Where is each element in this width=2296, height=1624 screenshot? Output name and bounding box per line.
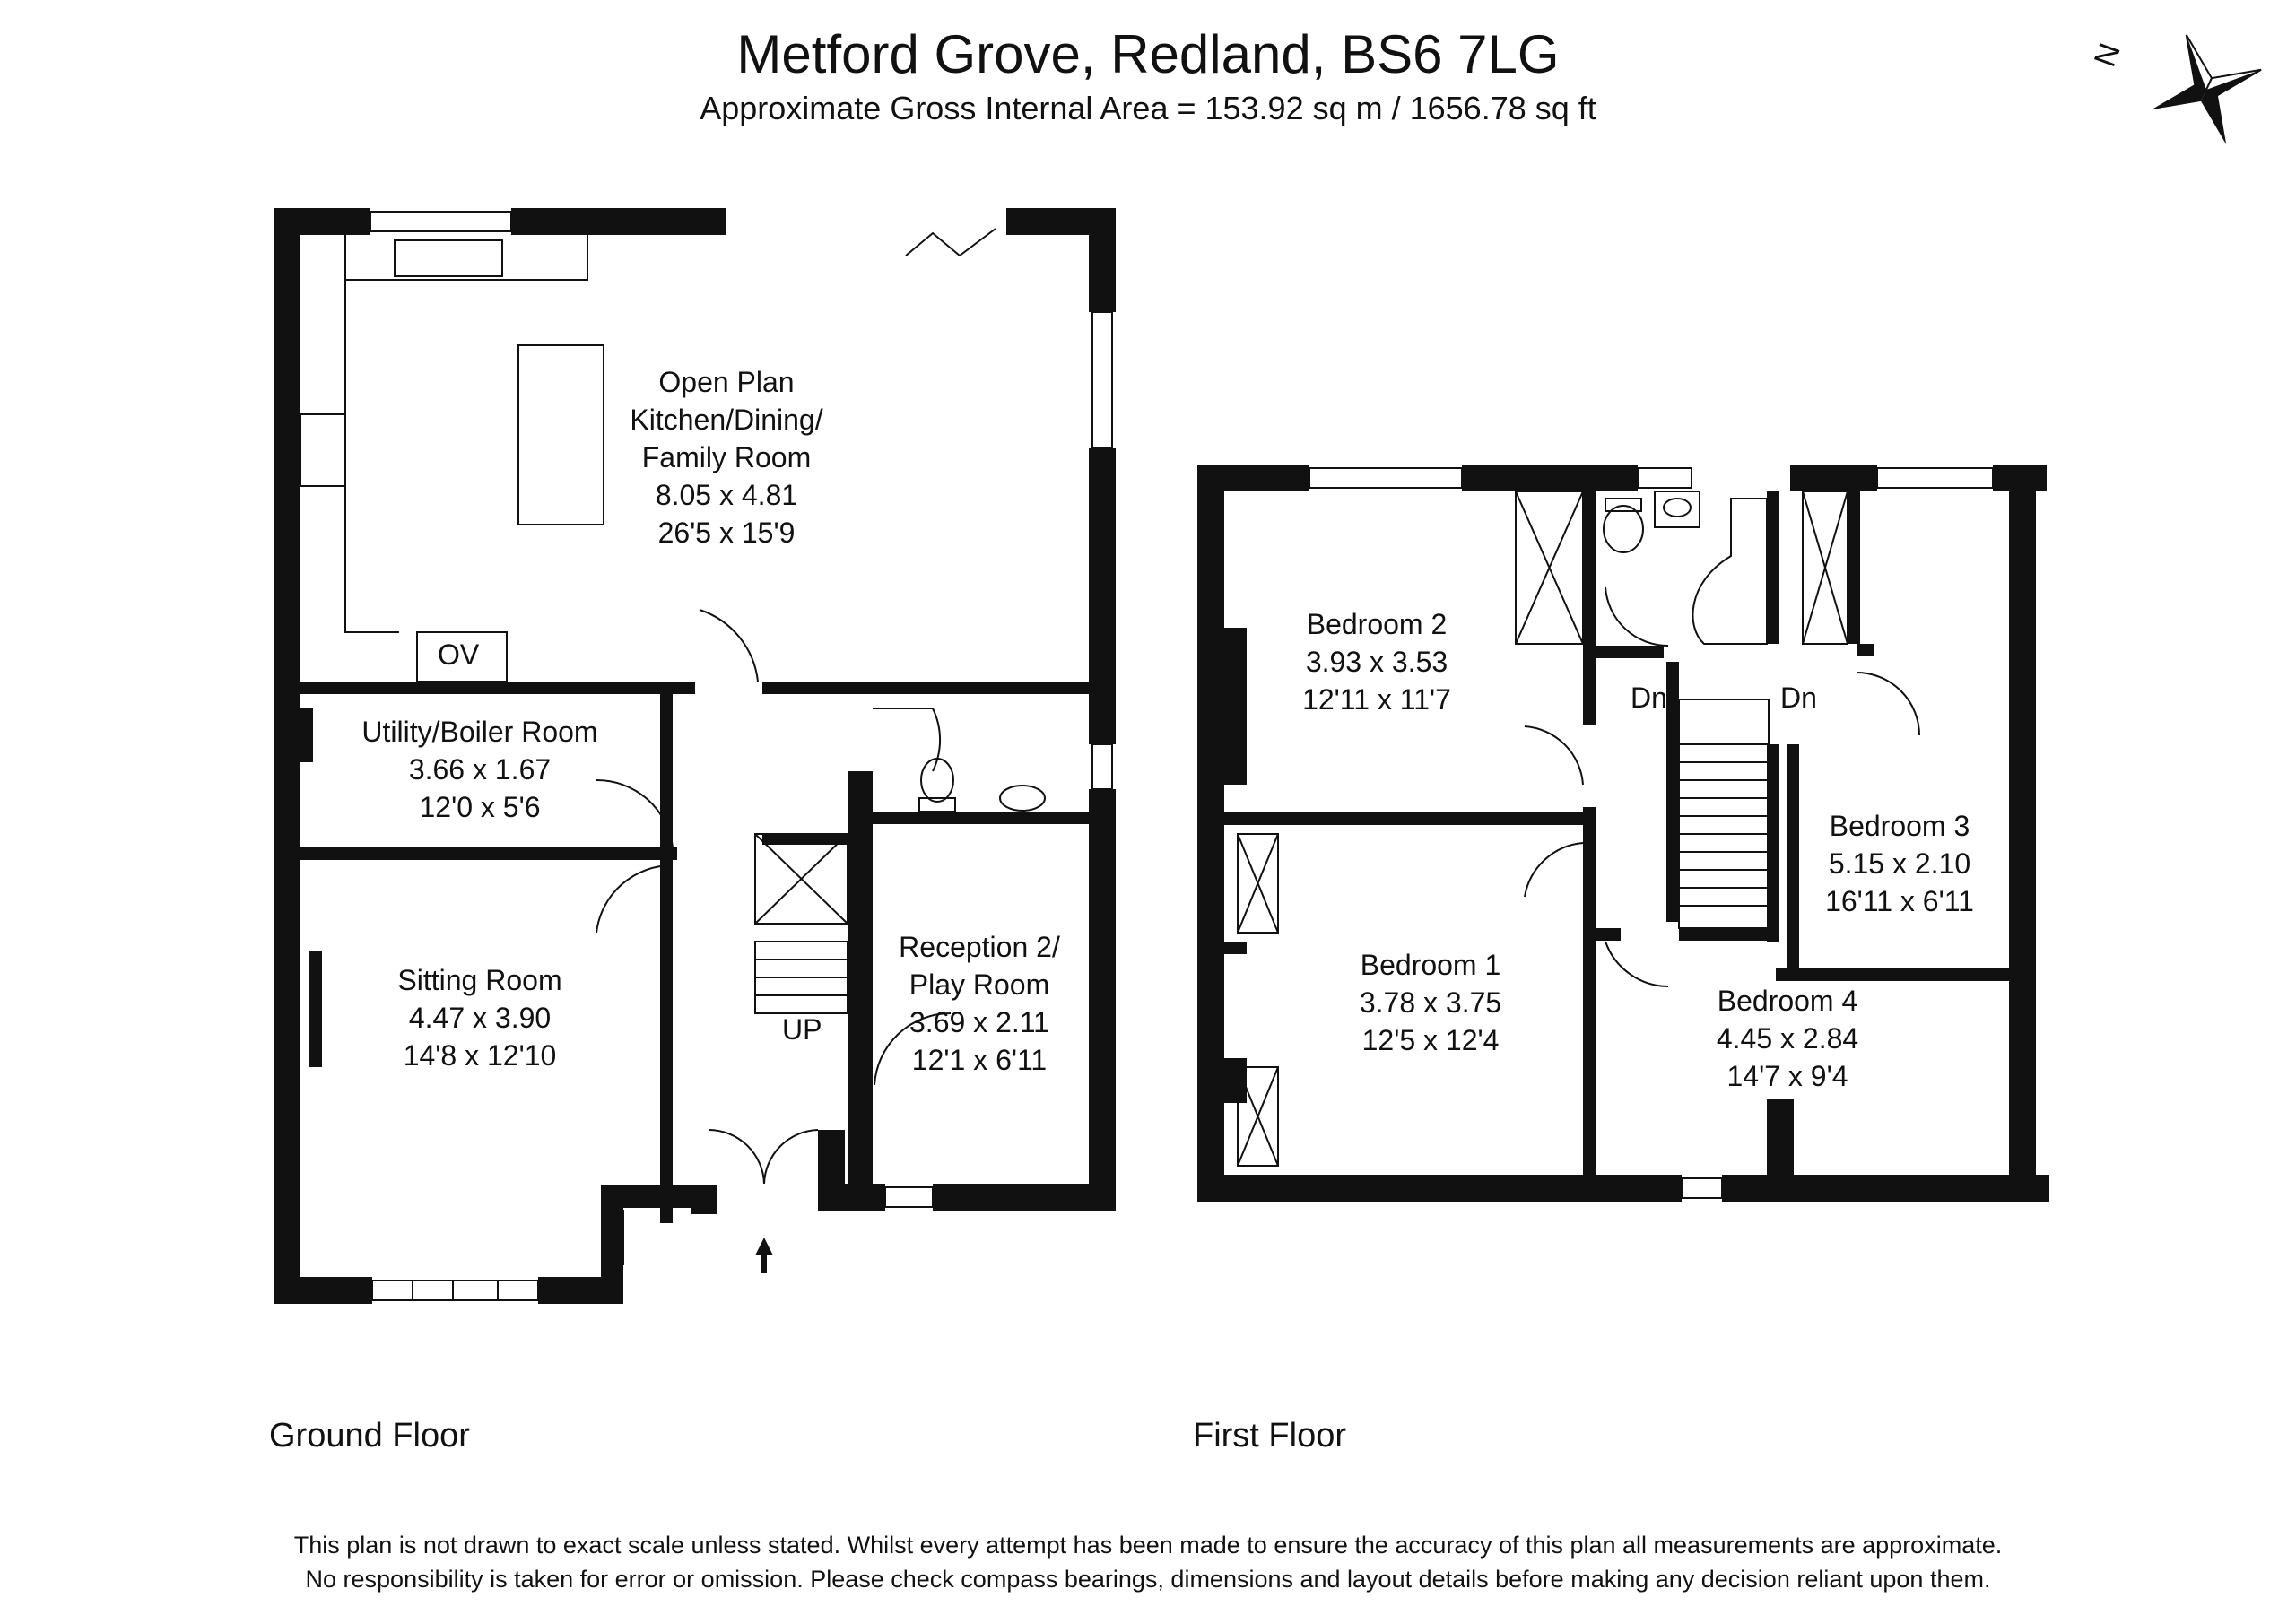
room-imperial: 12'11 x 11'7 xyxy=(1302,683,1451,716)
room-bedroom-2: Bedroom 2 3.93 x 3.53 12'11 x 11'7 xyxy=(1302,605,1451,718)
oven-label: OV xyxy=(438,638,480,671)
room-name: Utility/Boiler Room xyxy=(361,716,598,748)
room-metric: 4.45 x 2.84 xyxy=(1716,1022,1859,1055)
room-bedroom-3: Bedroom 3 5.15 x 2.10 16'11 x 6'11 xyxy=(1825,807,1974,920)
room-name: Open Plan Kitchen/Dining/ Family Room xyxy=(630,366,823,473)
room-name: Sitting Room xyxy=(397,964,562,996)
room-metric: 3.69 x 2.11 xyxy=(909,1006,1049,1038)
stairs-down-label: Dn xyxy=(1631,682,1667,714)
room-imperial: 12'0 x 5'6 xyxy=(419,791,541,823)
room-imperial: 14'7 x 9'4 xyxy=(1726,1060,1848,1092)
room-metric: 3.93 x 3.53 xyxy=(1305,646,1448,678)
room-name: Bedroom 1 xyxy=(1360,949,1501,981)
room-reception: Reception 2/ Play Room 3.69 x 2.11 12'1 … xyxy=(899,928,1060,1079)
room-imperial: 16'11 x 6'11 xyxy=(1825,885,1974,917)
compass-rose-icon xyxy=(2151,34,2262,145)
room-name: Bedroom 2 xyxy=(1306,608,1448,640)
room-metric: 3.66 x 1.67 xyxy=(408,753,552,786)
room-metric: 8.05 x 4.81 xyxy=(655,479,798,511)
ground-floor-walls xyxy=(274,208,1116,1304)
room-name: Reception 2/ Play Room xyxy=(899,931,1060,1001)
disclaimer-line-2: No responsibility is taken for error or … xyxy=(305,1566,1991,1593)
stairs-down-label: Dn xyxy=(1780,682,1817,714)
room-imperial: 12'1 x 6'11 xyxy=(911,1044,1048,1076)
entrance-arrow-icon xyxy=(755,1238,773,1273)
gross-internal-area: Approximate Gross Internal Area = 153.92… xyxy=(700,90,1596,126)
room-metric: 3.78 x 3.75 xyxy=(1359,986,1502,1019)
room-kitchen: Open Plan Kitchen/Dining/ Family Room 8.… xyxy=(630,363,822,551)
room-imperial: 26'5 x 15'9 xyxy=(657,517,796,549)
room-name: Bedroom 3 xyxy=(1829,810,1970,842)
first-floor-fixtures xyxy=(1237,467,1994,1199)
first-floor-label: First Floor xyxy=(1193,1417,1346,1455)
ground-floor-fixtures xyxy=(300,211,1113,1301)
room-bedroom-1: Bedroom 1 3.78 x 3.75 12'5 x 12'4 xyxy=(1360,946,1501,1059)
room-metric: 4.47 x 3.90 xyxy=(408,1002,552,1034)
room-sitting: Sitting Room 4.47 x 3.90 14'8 x 12'10 xyxy=(397,961,561,1074)
room-imperial: 14'8 x 12'10 xyxy=(403,1039,557,1072)
room-name: Bedroom 4 xyxy=(1717,985,1858,1017)
ground-floor-label: Ground Floor xyxy=(269,1417,470,1455)
room-imperial: 12'5 x 12'4 xyxy=(1361,1024,1500,1056)
room-metric: 5.15 x 2.10 xyxy=(1828,847,1971,880)
stairs-up-label: UP xyxy=(782,1013,822,1046)
room-utility: Utility/Boiler Room 3.66 x 1.67 12'0 x 5… xyxy=(361,713,597,826)
room-bedroom-4: Bedroom 4 4.45 x 2.84 14'7 x 9'4 xyxy=(1717,982,1858,1095)
page-title: Metford Grove, Redland, BS6 7LG xyxy=(736,24,1560,84)
disclaimer-line-1: This plan is not drawn to exact scale un… xyxy=(293,1532,2003,1559)
